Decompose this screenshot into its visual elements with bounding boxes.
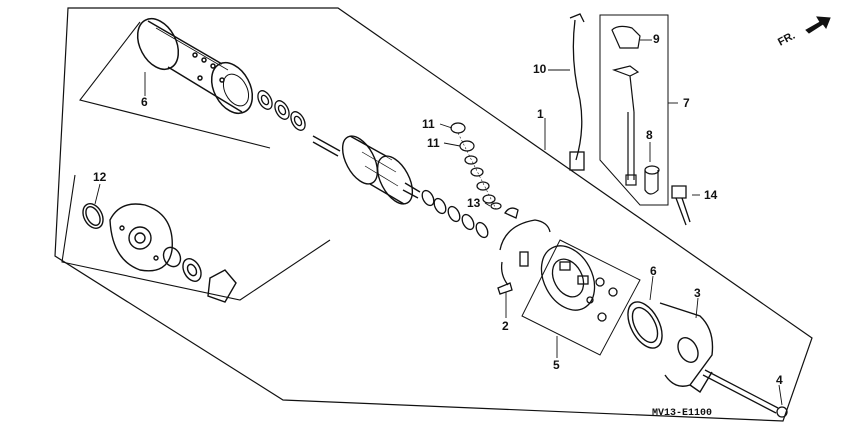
field-yoke	[136, 17, 254, 115]
callout-1: 1	[537, 107, 544, 121]
cable	[569, 13, 585, 171]
brush-holder-plate	[521, 239, 641, 356]
end-cover-right	[627, 301, 714, 394]
callout-4: 4	[776, 373, 783, 387]
leader-lines	[94, 39, 783, 406]
yoke-washers	[257, 90, 306, 131]
armature	[312, 135, 421, 205]
drawing-code: MV13-E1100	[652, 408, 713, 419]
callout-11-upper: 11	[422, 117, 435, 131]
washer-stack	[421, 189, 489, 239]
callout-11-lower: 11	[427, 136, 440, 150]
end-cover-left	[82, 203, 237, 303]
callout-5: 5	[553, 358, 560, 372]
callout-10: 10	[533, 62, 547, 76]
callout-6-top: 6	[141, 95, 148, 109]
front-arrow	[805, 16, 831, 34]
terminal-set	[599, 14, 669, 206]
callout-14: 14	[704, 188, 718, 202]
callout-8: 8	[646, 128, 653, 142]
callout-2: 2	[502, 319, 509, 333]
callout-6-right: 6	[650, 264, 657, 278]
assembly-boundary	[54, 7, 813, 422]
through-bolt	[702, 369, 788, 418]
callout-12: 12	[93, 170, 107, 184]
top-group-bracket	[79, 21, 271, 149]
callout-3: 3	[694, 286, 701, 300]
brush-clip	[497, 207, 551, 295]
callout-13: 13	[467, 196, 481, 210]
callout-9: 9	[653, 32, 660, 46]
bolt-14	[671, 185, 691, 226]
left-group-bracket	[61, 174, 331, 301]
callout-7: 7	[683, 96, 690, 110]
